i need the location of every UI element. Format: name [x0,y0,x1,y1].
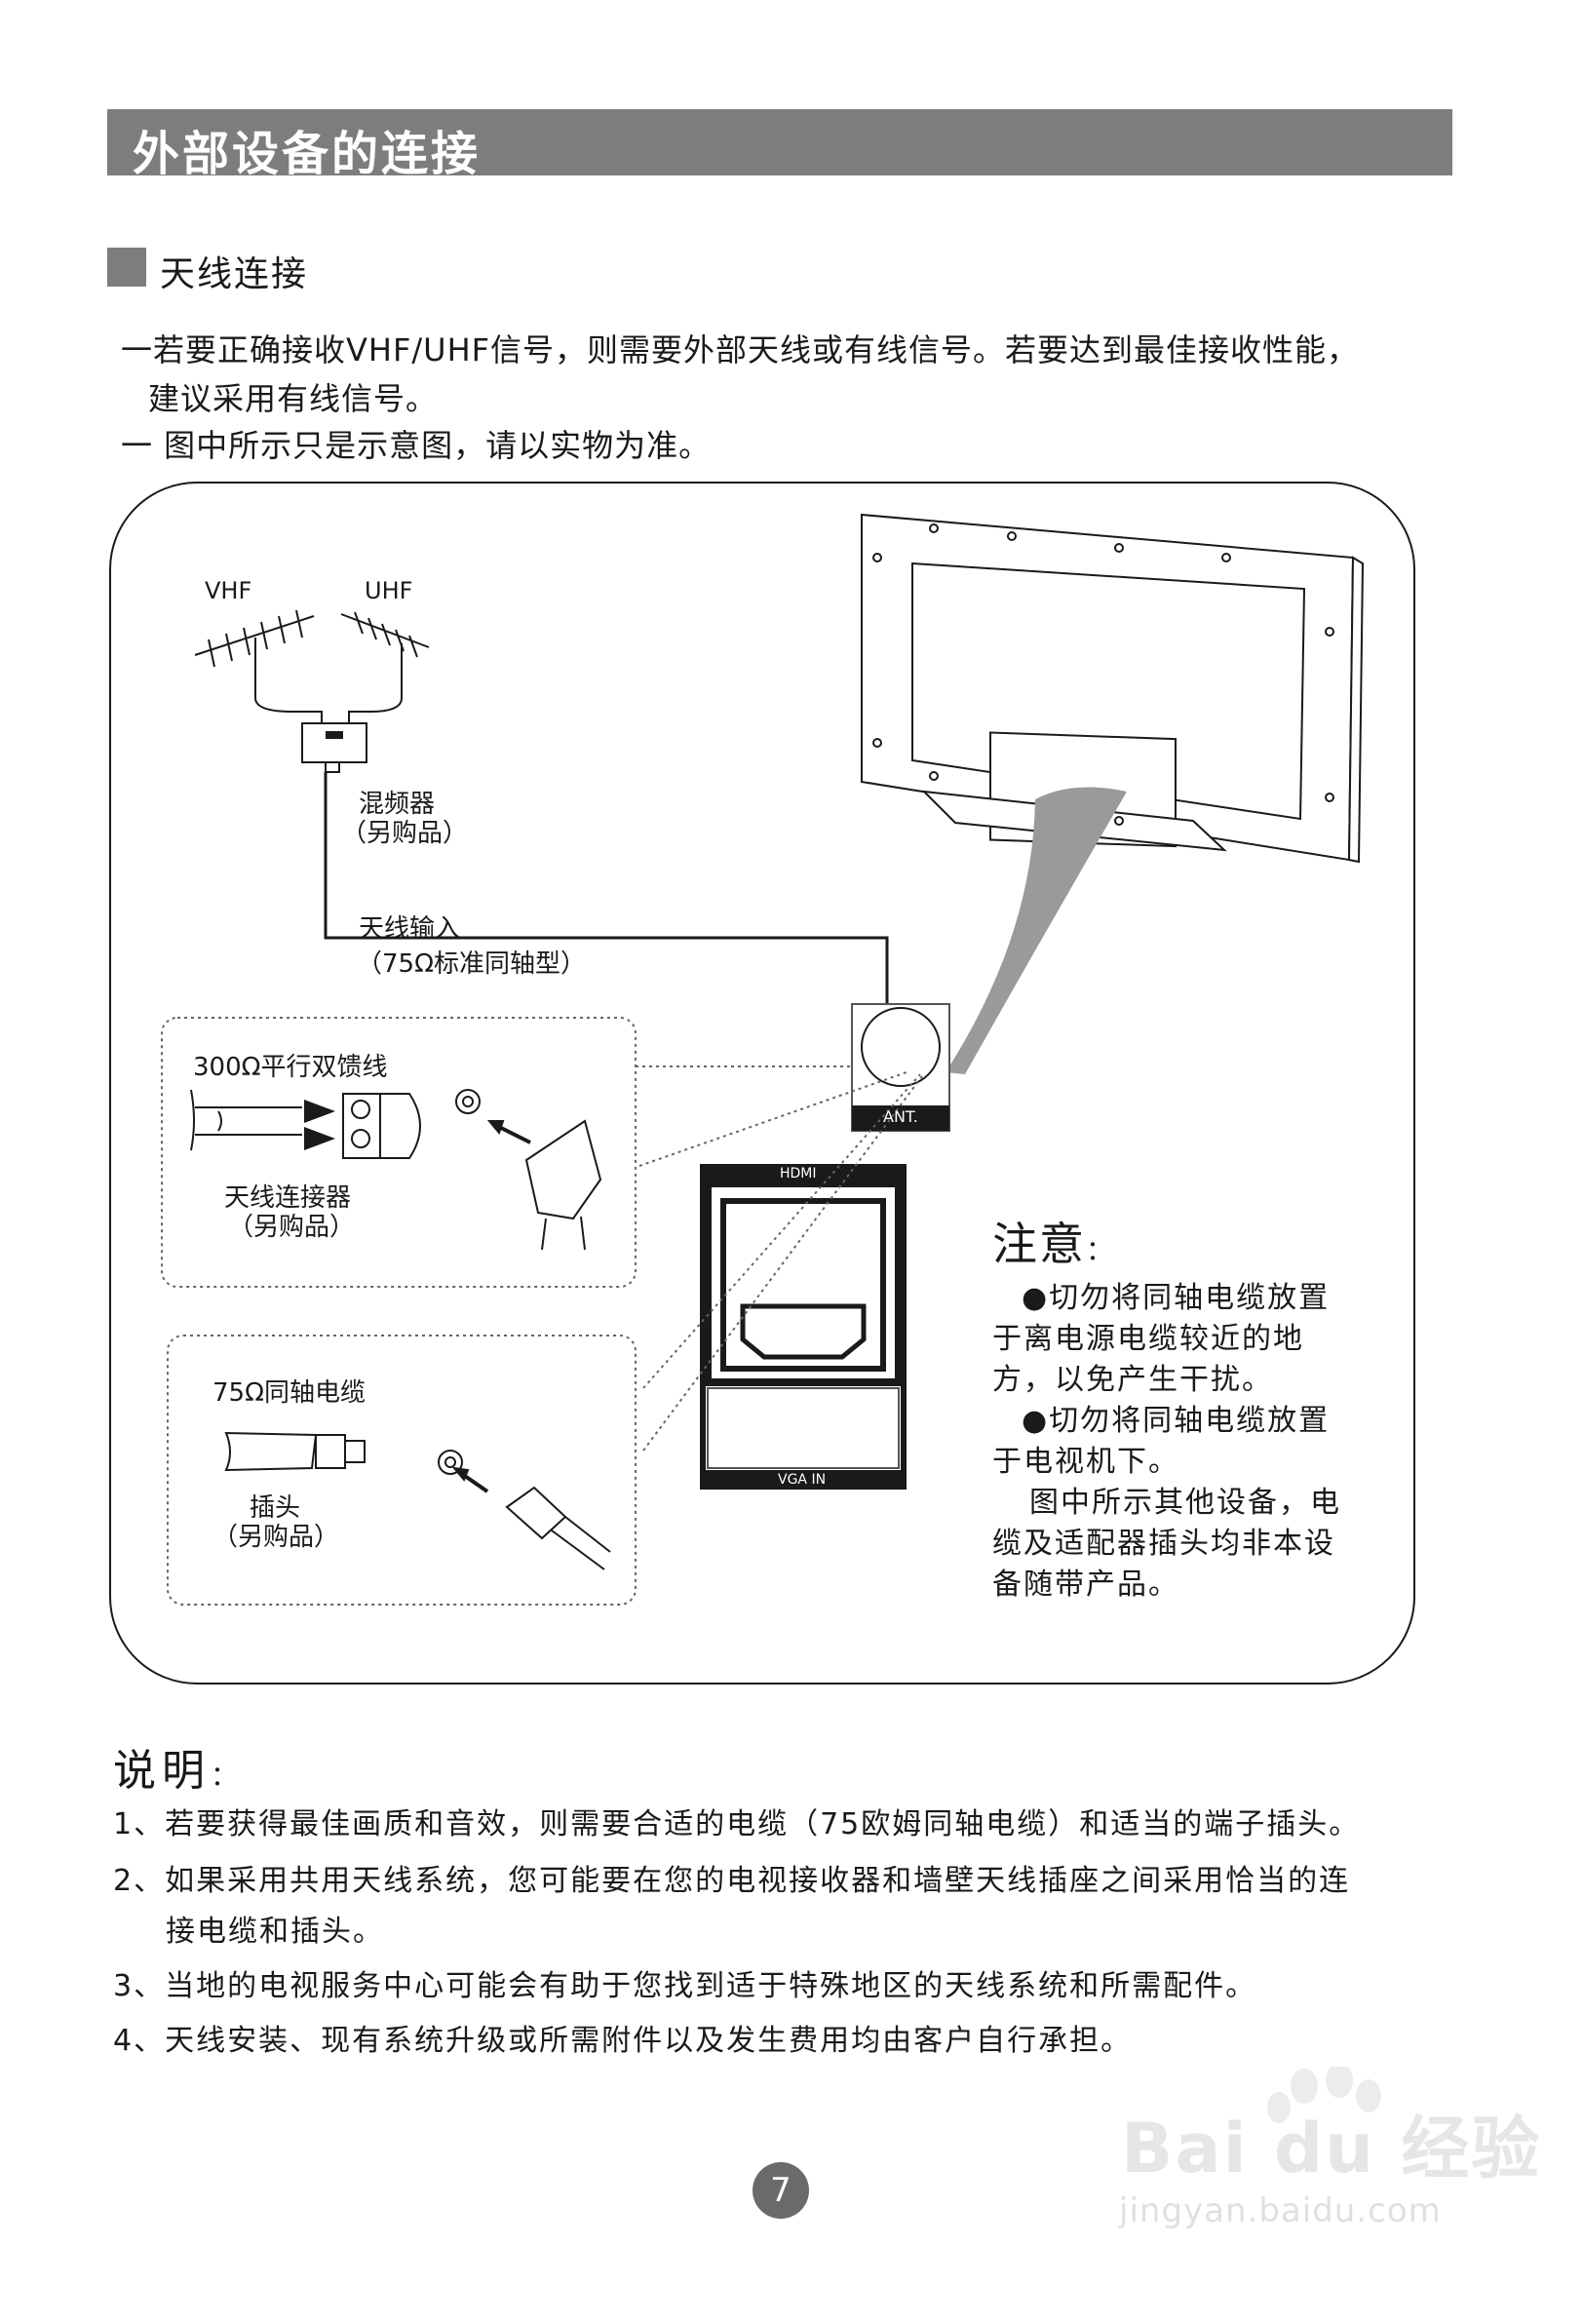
hdmi-port-label: HDMI [780,1166,817,1181]
coax-cable-icon [224,1431,366,1472]
section-marker [107,248,146,287]
coax-adapter-icon-top [455,1089,602,1251]
explanation-item: 2、如果采用共用天线系统，您可能要在您的电视接收器和墙壁天线插座之间采用恰当的连 [113,1864,1351,1898]
antenna-cable [324,772,889,1039]
baidu-paw-icon [1267,2067,1381,2123]
antenna-input-label: 天线输入 [359,914,461,944]
intro-line-3: 一 图中所示只是示意图，请以实物为准。 [121,427,712,464]
note-line: ●切勿将同轴电缆放置 [1022,1404,1331,1438]
explanation-item: 4、天线安装、现有系统升级或所需附件以及发生费用均由客户自行承担。 [113,2024,1133,2058]
page-number: 7 [753,2162,809,2219]
explanation-item: 1、若要获得最佳画质和音效，则需要合适的电缆（75欧姆同轴电缆）和适当的端子插头… [113,1807,1361,1841]
coax-label: 75Ω同轴电缆 [212,1378,366,1408]
intro-line-2: 建议采用有线信号。 [148,380,439,417]
note-line: 方，以免产生干扰。 [992,1363,1273,1397]
antenna-input-note: （75Ω标准同轴型） [357,949,586,979]
intro-line-1: 一若要正确接收VHF/UHF信号，则需要外部天线或有线信号。若要达到最佳接收性能… [121,331,1360,368]
vga-port-icon [707,1387,900,1469]
note-line: 于离电源电缆较近的地 [992,1322,1304,1356]
hdmi-port-icon [740,1303,867,1360]
note-line: 于电视机下。 [992,1445,1179,1479]
note-line: ●切勿将同轴电缆放置 [1022,1281,1331,1315]
antenna-connector-icon [342,1093,421,1159]
explanation-item: 3、当地的电视服务中心可能会有助于您找到适于特殊地区的天线系统和所需配件。 [113,1969,1257,2003]
mixer-icon [301,722,367,763]
note-line: 图中所示其他设备，电 [1029,1486,1341,1520]
zoom-wedge [946,787,1127,1074]
coax-adapter-icon-bottom [438,1450,611,1570]
chapter-title: 外部设备的连接 [133,127,482,181]
ant-port-icon [861,1007,941,1087]
plug-note: （另购品） [212,1523,340,1552]
section-title: 天线连接 [160,254,309,294]
vhf-antenna-icon [194,609,323,733]
twin-lead-box [161,1017,637,1288]
chapter-title-bar: 外部设备的连接 [107,109,1452,181]
mixer-note: （另购品） [341,819,469,848]
uhf-antenna-icon [340,611,430,733]
explanation-item: 接电缆和插头。 [166,1915,384,1949]
explanation-title: 说明： [113,1746,245,1796]
coax-box [167,1335,637,1606]
ant-port-label: ANT. [883,1107,918,1126]
vhf-label: VHF [205,577,252,604]
note-line: 缆及适配器插头均非本设 [992,1527,1335,1561]
plug-label: 插头 [250,1493,301,1523]
uhf-label: UHF [365,577,413,604]
twin-lead-label: 300Ω平行双馈线 [193,1053,388,1082]
connector-label: 天线连接器 [224,1183,352,1213]
connector-note: （另购品） [228,1213,356,1242]
note-line: 备随带产品。 [992,1568,1179,1602]
mixer-label: 混频器 [359,790,436,819]
watermark-url: jingyan.baidu.com [1119,2191,1442,2230]
diagram-frame [109,482,1415,1685]
note-title: 注意： [992,1218,1116,1270]
twin-lead-icon [190,1089,302,1151]
watermark-brand: Bai du 经验 [1121,2109,1542,2188]
vga-port-label: VGA IN [778,1472,827,1488]
tv-back-icon [861,513,1365,864]
